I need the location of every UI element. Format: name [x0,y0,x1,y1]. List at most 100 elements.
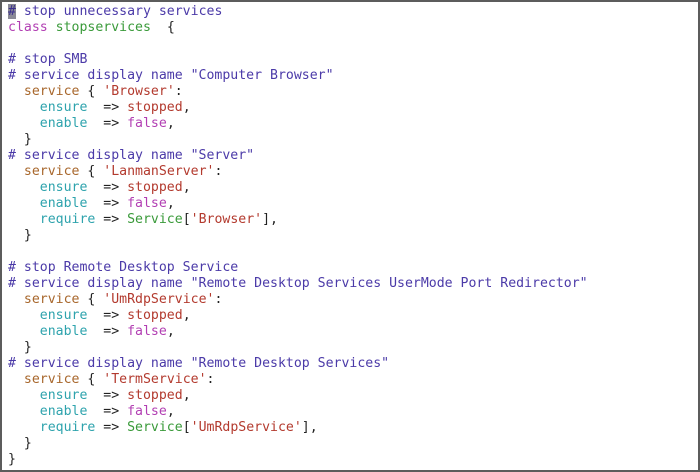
punctuation: } [8,228,32,243]
arrow-operator: => [87,404,128,419]
string-literal: 'UmRdpService' [103,292,215,307]
attribute-name: ensure [39,308,88,323]
punctuation: : [214,292,223,307]
attribute-value: stopped [127,100,183,115]
punctuation: { [79,292,104,307]
attribute-value: stopped [127,180,183,195]
resource-type: service [23,84,80,99]
punctuation: : [214,164,223,179]
code-line: } [8,436,588,452]
boolean-value: false [127,324,167,339]
arrow-operator: => [87,388,128,403]
resource-reference: Service [127,420,183,435]
attribute-name: enable [39,324,88,339]
punctuation: [ [182,420,191,435]
code-line [8,36,588,52]
code-line: # service display name "Remote Desktop S… [8,276,588,292]
code-comment: # stop Remote Desktop Service [8,260,239,275]
punctuation [8,324,40,339]
attribute-value: stopped [127,388,183,403]
punctuation: { [150,20,175,35]
punctuation: } [8,436,32,451]
punctuation: : [174,84,183,99]
attribute-name: enable [39,196,88,211]
code-line [8,244,588,260]
attribute-name: ensure [39,100,88,115]
boolean-value: false [127,404,167,419]
attribute-name: ensure [39,388,88,403]
code-line: require => Service['UmRdpService'], [8,420,588,436]
code-line: require => Service['Browser'], [8,212,588,228]
attribute-name: enable [39,116,88,131]
punctuation: , [166,116,175,131]
string-literal: 'Browser' [190,212,263,227]
code-line: enable => false, [8,404,588,420]
attribute-name: enable [39,404,88,419]
code-line: } [8,340,588,356]
code-comment: # service display name "Server" [8,148,255,163]
boolean-value: false [127,196,167,211]
punctuation [8,164,24,179]
code-line: service { 'Browser': [8,84,588,100]
punctuation [8,84,24,99]
punctuation [8,212,40,227]
punctuation: } [8,452,16,467]
punctuation: { [79,84,104,99]
code-line: ensure => stopped, [8,308,588,324]
punctuation: : [206,372,215,387]
punctuation [8,404,40,419]
attribute-name: ensure [39,180,88,195]
arrow-operator: => [87,180,128,195]
string-literal: 'Browser' [103,84,175,99]
code-comment: # service display name "Remote Desktop S… [8,356,390,371]
attribute-name: require [39,212,96,227]
punctuation [8,308,40,323]
code-line: # stop unnecessary services [8,4,588,20]
string-literal: 'LanmanServer' [103,164,215,179]
punctuation [8,292,24,307]
punctuation [8,100,40,115]
punctuation: { [79,372,104,387]
code-line: # stop Remote Desktop Service [8,260,588,276]
punctuation: { [79,164,104,179]
punctuation [8,180,40,195]
code-line: # service display name "Remote Desktop S… [8,356,588,372]
punctuation: , [182,180,191,195]
punctuation [8,196,40,211]
code-line: class stopservices { [8,20,588,36]
punctuation [8,116,40,131]
code-comment: # stop SMB [8,52,88,67]
punctuation: , [166,404,175,419]
code-line: service { 'LanmanServer': [8,164,588,180]
arrow-operator: => [87,324,128,339]
punctuation: ], [301,420,318,435]
code-line: # service display name "Computer Browser… [8,68,588,84]
code-comment: # service display name "Computer Browser… [8,68,334,83]
punctuation [8,372,24,387]
arrow-operator: => [95,212,128,227]
punctuation: , [166,324,175,339]
punctuation: ], [262,212,278,227]
code-line: # stop SMB [8,52,588,68]
resource-type: service [23,372,80,387]
punctuation [8,420,40,435]
arrow-operator: => [87,308,128,323]
code-line: } [8,132,588,148]
code-line: enable => false, [8,324,588,340]
code-line: ensure => stopped, [8,180,588,196]
resource-type: service [23,164,80,179]
string-literal: 'TermService' [103,372,207,387]
code-line: service { 'UmRdpService': [8,292,588,308]
arrow-operator: => [95,420,128,435]
resource-type: service [23,292,80,307]
boolean-value: false [127,116,167,131]
resource-reference: Service [127,212,183,227]
attribute-name: require [39,420,96,435]
code-line: enable => false, [8,116,588,132]
punctuation: [ [182,212,191,227]
string-literal: 'UmRdpService' [190,420,302,435]
punctuation [48,20,56,35]
code-line: } [8,452,588,468]
code-line: ensure => stopped, [8,100,588,116]
